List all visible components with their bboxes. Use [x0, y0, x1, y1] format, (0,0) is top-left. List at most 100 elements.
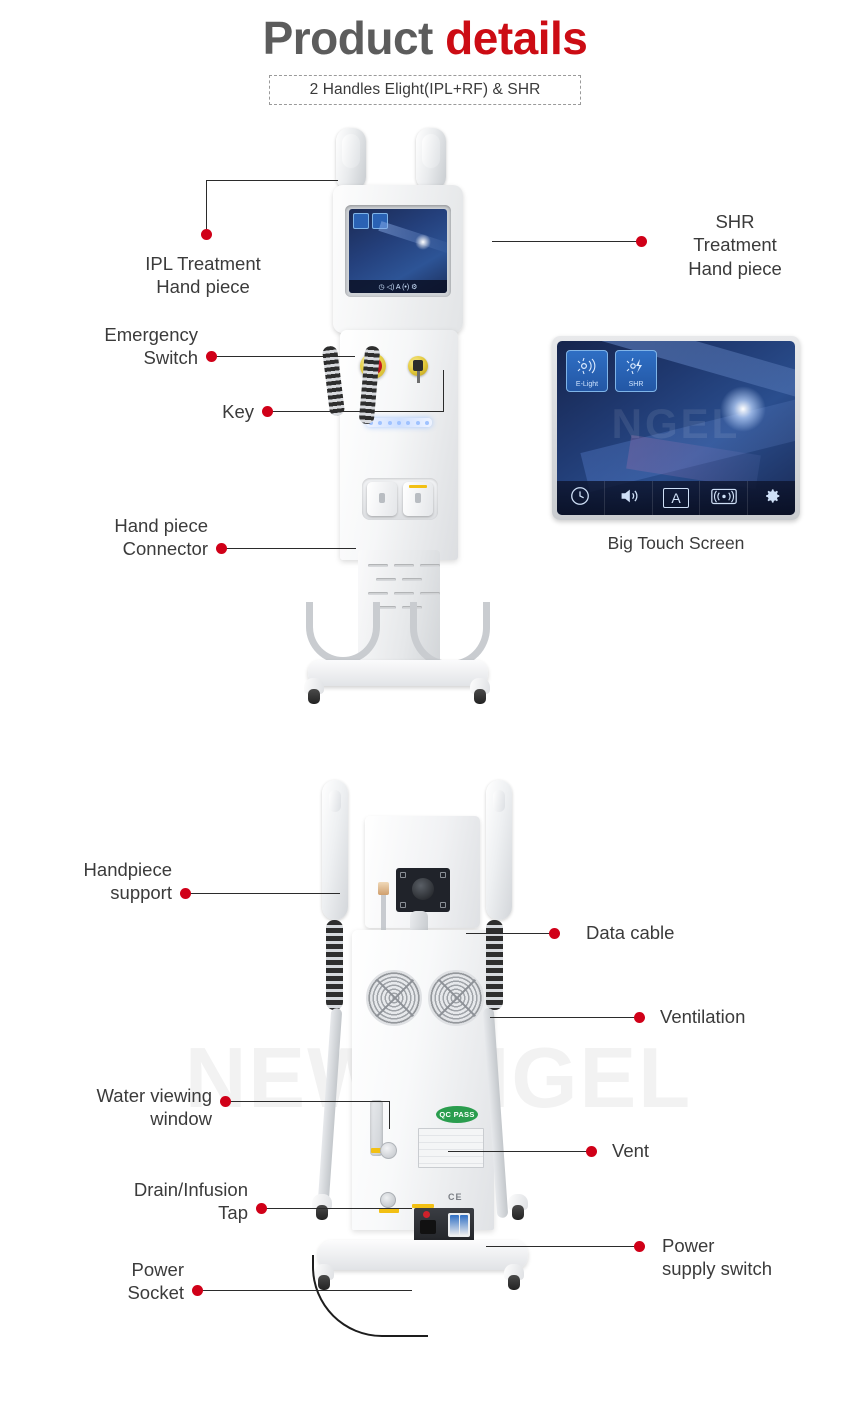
gear-icon [761, 485, 783, 512]
callout-key: Key [222, 401, 254, 422]
leader-power-supply-switch [486, 1246, 636, 1247]
monitor-back-panel [365, 816, 480, 957]
screen-toolbar-mini: ◷ ◁) A (•) ⚙ [378, 283, 418, 291]
leader-data-cable [466, 933, 550, 934]
subtitle-badge: 2 Handles Elight(IPL+RF) & SHR [268, 74, 582, 105]
leader-ventilation [490, 1017, 636, 1018]
callout-power-socket: Power Socket [127, 1259, 184, 1304]
handpiece-support-right [486, 780, 512, 920]
shr-handpiece-graphic [416, 128, 446, 190]
screen-mode-buttons: E-Light SHR [566, 350, 657, 392]
leader-power-socket [202, 1290, 412, 1291]
leader-handpiece-connector [226, 548, 356, 549]
power-supply-switch-graphic[interactable] [448, 1213, 470, 1237]
mode-button-shr[interactable]: SHR [615, 350, 657, 392]
caster-front-right [470, 678, 490, 705]
callout-power-supply-switch: Power supply switch [662, 1235, 773, 1280]
ipl-handpiece-graphic [336, 128, 366, 190]
letter-a-icon: A [663, 488, 689, 508]
mode-button-shr-label: SHR [628, 381, 644, 388]
screen-flare [415, 234, 432, 251]
vent-graphic [380, 1142, 397, 1159]
dot-ipl-handpiece [201, 229, 212, 240]
leader-key-vertical [443, 370, 444, 412]
callout-drain-infusion-tap: Drain/Infusion Tap [133, 1179, 248, 1224]
toolbar-letter-a-button[interactable]: A [653, 481, 701, 515]
lightning-icon [626, 351, 646, 381]
leader-water-window [230, 1101, 390, 1102]
toolbar-signal-button[interactable] [700, 481, 749, 515]
warning-label-top [412, 1204, 434, 1208]
callout-ipl-handpiece: IPL Treatment Hand piece [145, 253, 261, 298]
light-pulse-icon [577, 351, 597, 381]
connector-right[interactable] [403, 482, 433, 516]
leader-water-window-vertical [389, 1101, 390, 1129]
vesa-mount [396, 868, 450, 912]
power-socket-graphic[interactable] [420, 1220, 436, 1234]
drain-infusion-tap-graphic [379, 1192, 399, 1213]
dot-water-viewing-window [220, 1096, 231, 1107]
water-viewing-window-graphic [370, 1100, 383, 1156]
dot-emergency-switch [206, 351, 217, 362]
page-title-part2: details [445, 12, 588, 64]
callout-handpiece-connector: Hand piece Connector [114, 515, 208, 560]
dot-data-cable [549, 928, 560, 939]
dot-power-socket [192, 1285, 203, 1296]
leader-handpiece-support [190, 893, 340, 894]
page-title-part1: Product [262, 12, 446, 64]
callout-handpiece-support: Handpiece support [83, 859, 172, 904]
callout-emergency-switch: Emergency Switch [104, 324, 198, 369]
callout-water-viewing-window: Water viewing window [96, 1085, 213, 1130]
screen-watermark: NGEL [611, 400, 741, 448]
callout-data-cable: Data cable [586, 922, 675, 943]
header: Product details 2 Handles Elight(IPL+RF)… [0, 12, 850, 105]
machine-rear-view: QC PASS CE [290, 770, 555, 1370]
clock-icon [569, 485, 591, 512]
leader-key-horizontal [272, 411, 444, 412]
power-cord [312, 1255, 428, 1337]
ventilation-fan-left [366, 970, 422, 1026]
qc-pass-sticker: QC PASS [436, 1106, 478, 1123]
machine-screen-bezel: ◷ ◁) A (•) ⚙ [345, 205, 451, 297]
rear-cable-left [326, 920, 343, 1010]
dot-shr-handpiece [636, 236, 647, 247]
touch-screen-display[interactable]: NGEL E-Light [557, 341, 795, 515]
mode-button-elight-label: E-Light [575, 381, 599, 388]
dot-handpiece-support [180, 888, 191, 899]
dot-key [262, 406, 273, 417]
toolbar-volume-button[interactable] [605, 481, 653, 515]
machine-screen: ◷ ◁) A (•) ⚙ [349, 209, 447, 293]
screen-mode-elight-mini [353, 213, 369, 229]
connector-left[interactable] [367, 482, 397, 516]
ventilation-fan-right [428, 970, 484, 1026]
handpiece-connector-plate [362, 478, 438, 520]
page-title: Product details [0, 12, 850, 64]
handpiece-support-left [322, 780, 348, 920]
caster-front-left [304, 678, 324, 705]
rating-spec-label [418, 1128, 484, 1168]
leader-drain-tap [266, 1208, 412, 1209]
signal-icon [709, 485, 739, 512]
rear-tube-left [316, 1007, 343, 1219]
callout-ventilation: Ventilation [660, 1006, 746, 1027]
key-switch-graphic[interactable] [408, 356, 428, 383]
speaker-icon [617, 485, 639, 512]
dot-power-supply-switch [634, 1241, 645, 1252]
screen-beam [378, 220, 447, 255]
mode-button-elight[interactable]: E-Light [566, 350, 608, 392]
led-indicator-strip [366, 418, 432, 427]
toolbar-clock-button[interactable] [557, 481, 605, 515]
power-indicator [423, 1211, 430, 1218]
ce-mark: CE [448, 1192, 463, 1202]
touch-screen-panel: NGEL E-Light [552, 336, 800, 520]
caster-rear-right-upper [508, 1194, 528, 1221]
dot-ventilation [634, 1012, 645, 1023]
callout-vent: Vent [612, 1140, 650, 1161]
machine-front-view: ◷ ◁) A (•) ⚙ [288, 128, 528, 730]
power-panel [414, 1208, 474, 1242]
dot-vent [586, 1146, 597, 1157]
dot-handpiece-connector [216, 543, 227, 554]
machine-control-panel [340, 330, 458, 560]
toolbar-settings-button[interactable] [748, 481, 795, 515]
